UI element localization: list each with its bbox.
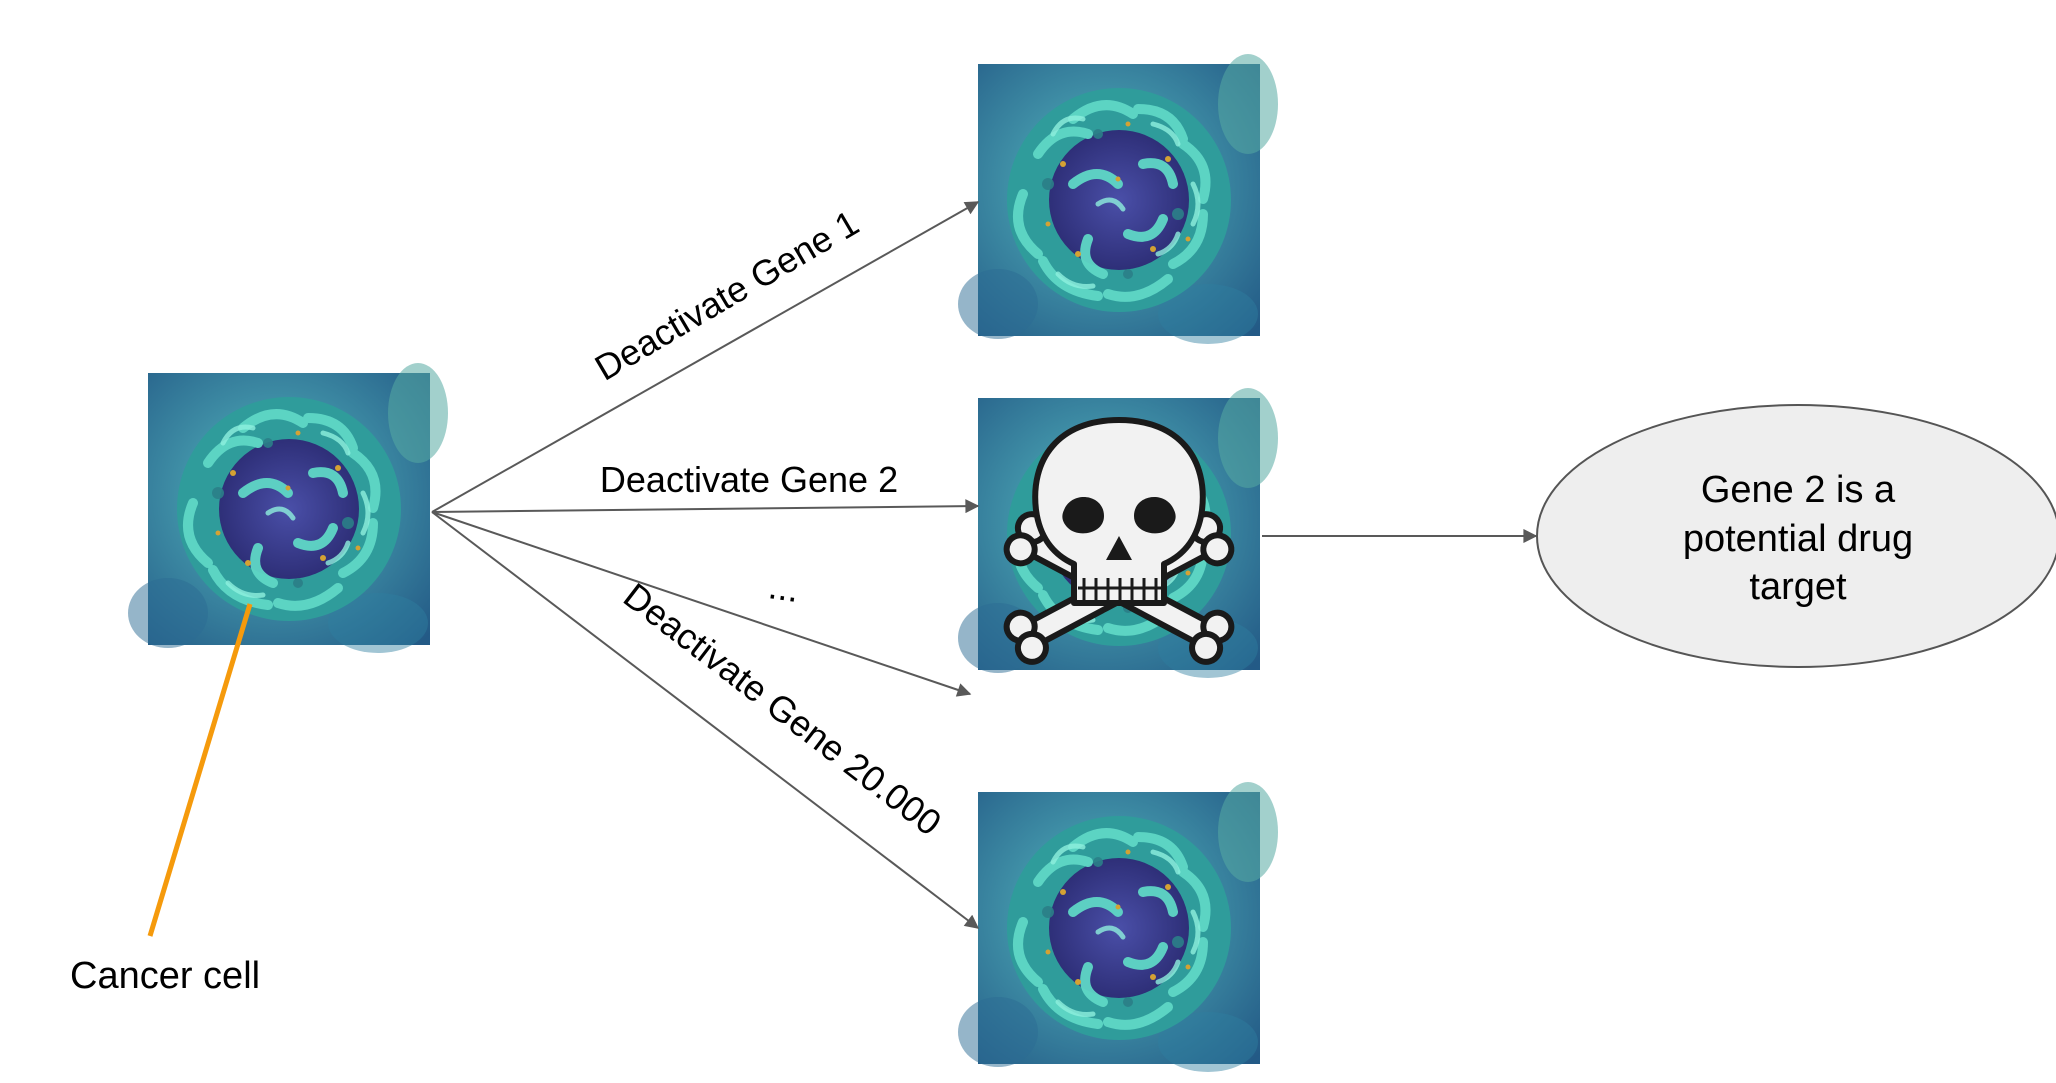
label-deactivate-gene1: Deactivate Gene 1 [588,202,866,389]
arrow-gene2 [431,499,980,514]
arrow-gene20000 [431,511,980,929]
cancer-cell-callout-line [147,603,253,937]
gene2-result-dead-cell-image [958,388,1278,678]
arrows [431,201,1538,929]
arrow-ellipsis [431,511,972,697]
result-line-2: potential drug [1683,518,1913,560]
result-node: Gene 2 is a potential drug target [1536,404,2056,668]
result-ellipse [1536,404,2056,668]
result-line-1: Gene 2 is a [1701,469,1896,511]
label-deactivate-gene20000: Deactivate Gene 20.000 [616,575,949,844]
skull-and-crossbones-icon [1003,417,1235,665]
label-ellipsis: ... [766,565,801,610]
label-cancer-cell: Cancer cell [70,955,260,997]
result-line-3: target [1749,566,1847,608]
arrow-gene1 [431,201,980,513]
source-cancer-cell-image [128,363,448,653]
gene1-result-cell-image [958,54,1278,344]
label-deactivate-gene2: Deactivate Gene 2 [600,459,898,500]
gene20000-result-cell-image [958,782,1278,1072]
